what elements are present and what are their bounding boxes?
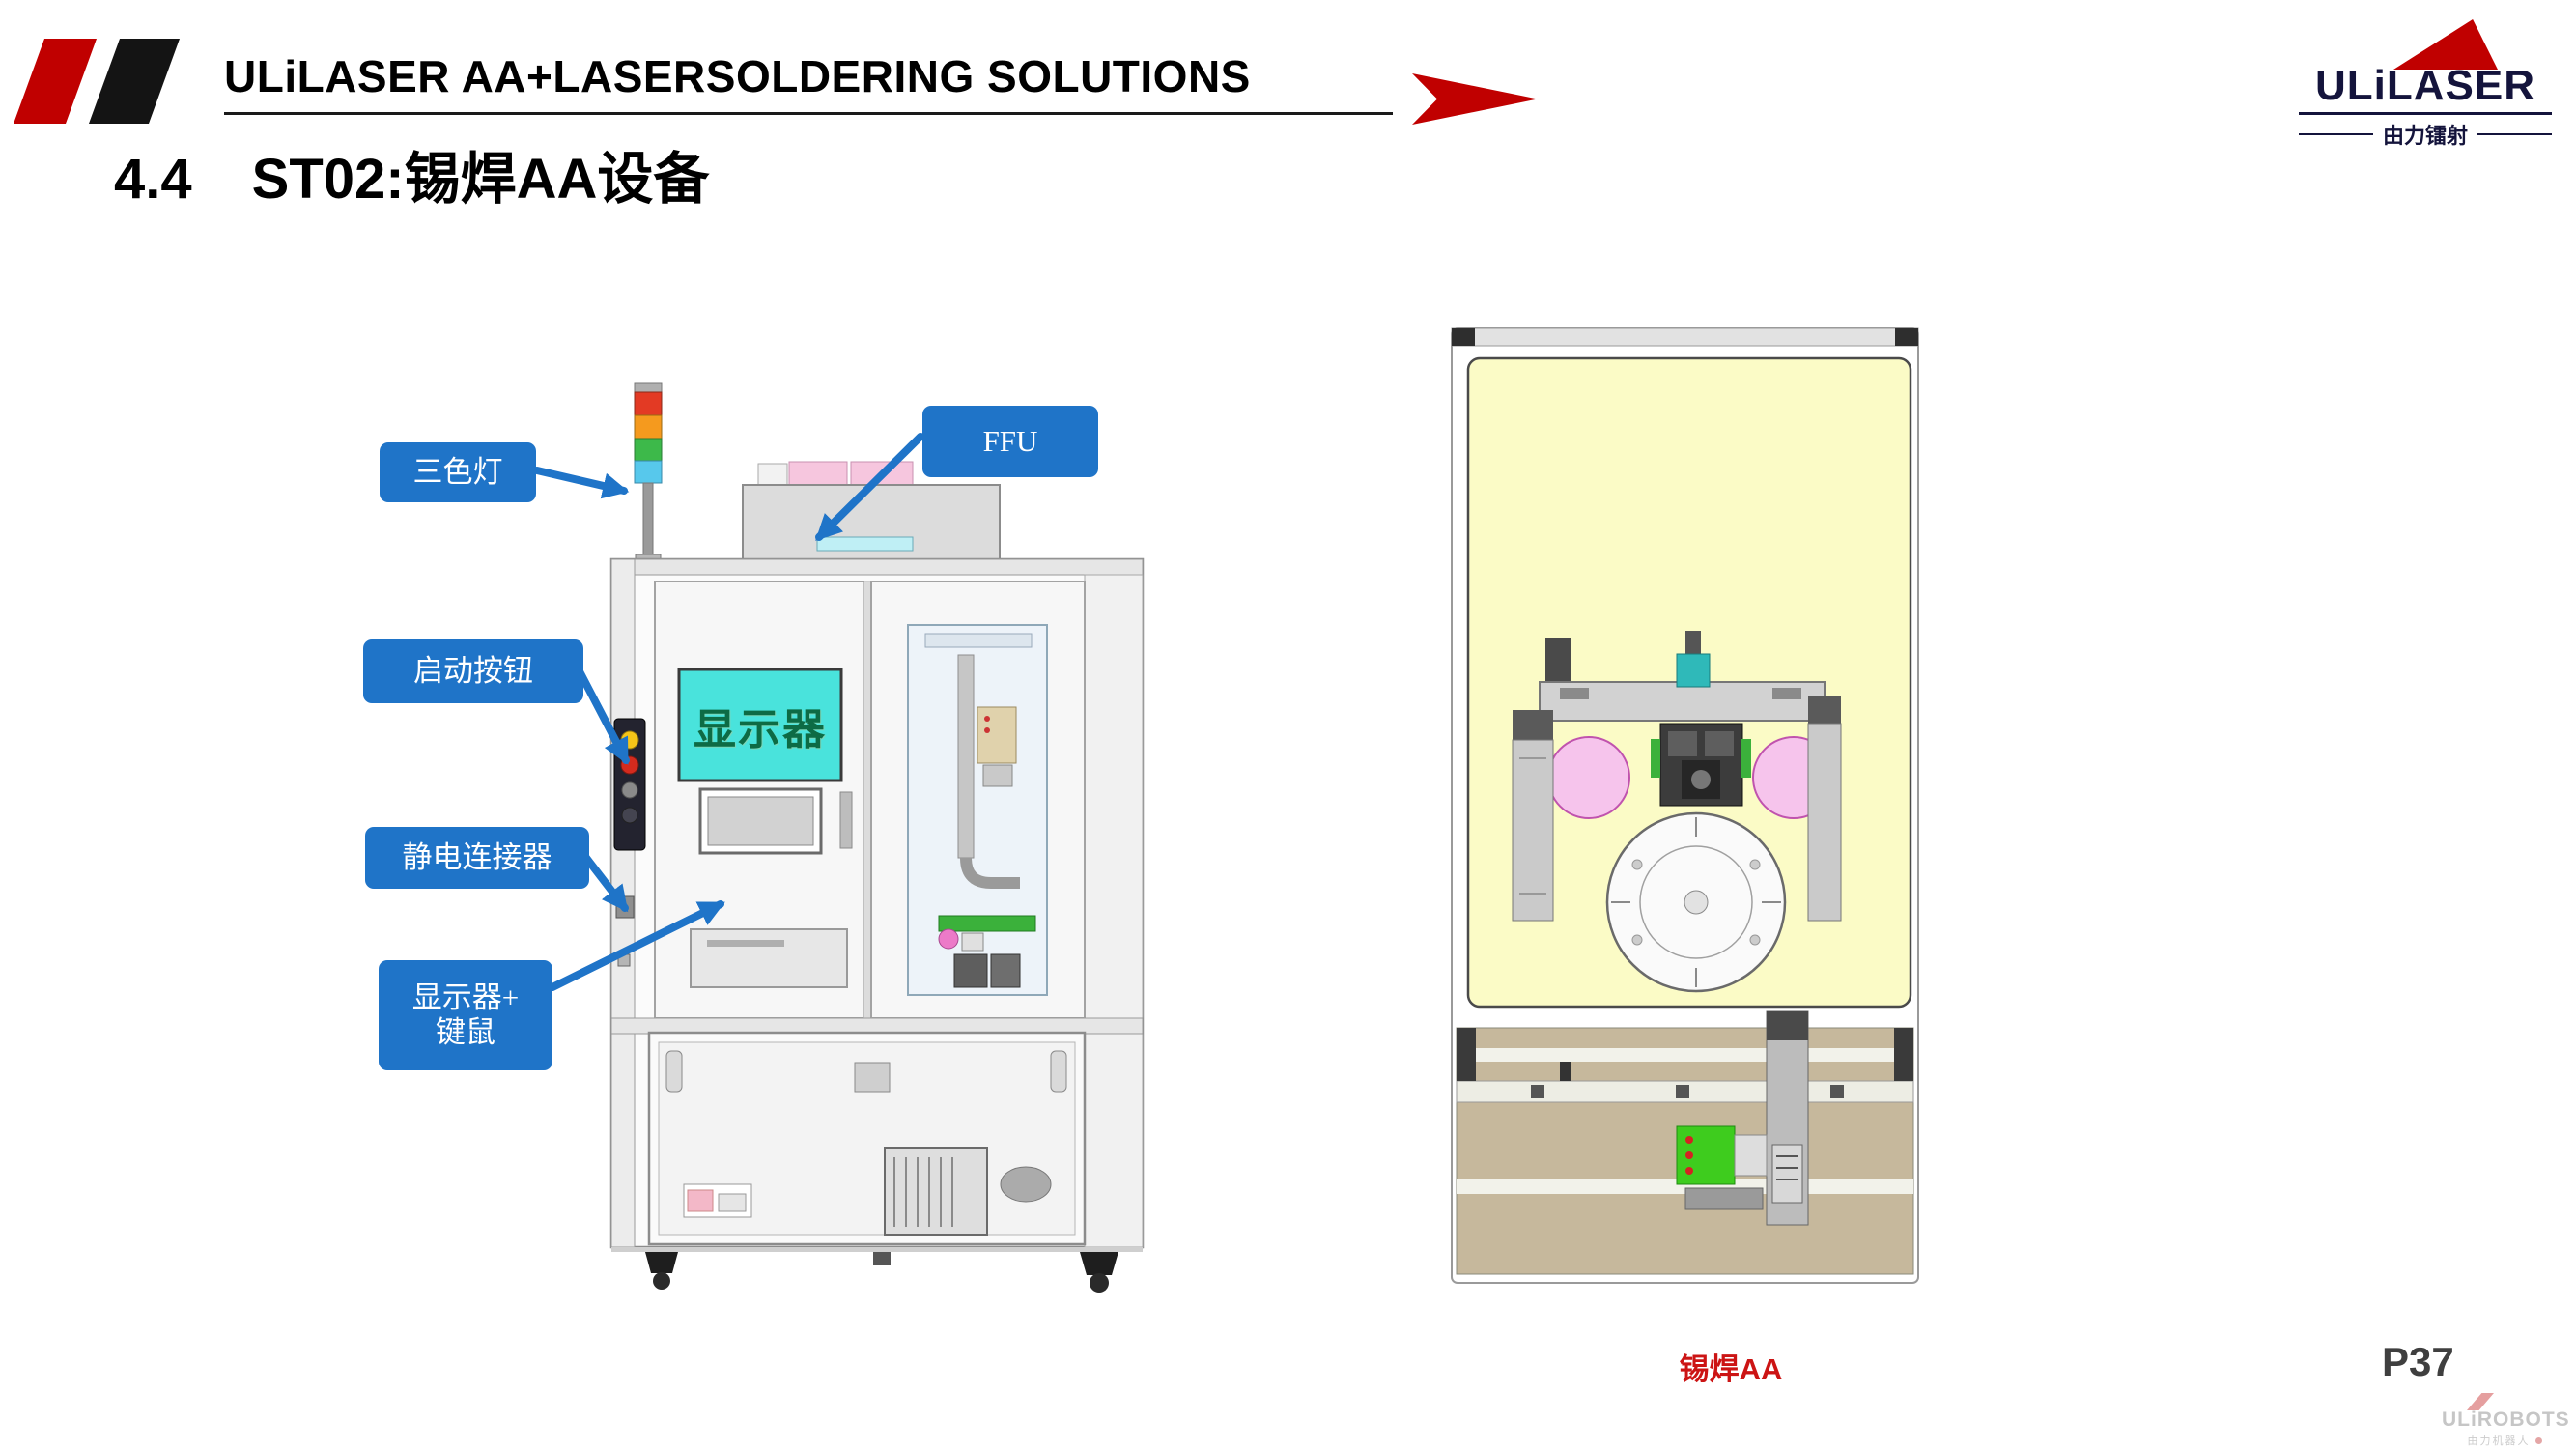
logo-subtitle: 由力镭射 bbox=[2383, 124, 2469, 148]
watermark-name: ULiROBOTS bbox=[2442, 1408, 2570, 1431]
logo-name: ULiLASER bbox=[2315, 62, 2535, 109]
right-door-window bbox=[907, 624, 1048, 996]
arrow-ffu bbox=[815, 433, 924, 541]
top-view-caption: 锡焊AA bbox=[1679, 1352, 1783, 1386]
callout-tricolor-light: 三色灯 bbox=[380, 442, 536, 502]
left-rail bbox=[1512, 710, 1554, 922]
center-head bbox=[1651, 723, 1751, 807]
callout-ffu: FFU bbox=[922, 406, 1098, 477]
logo-sub-line-left bbox=[2299, 133, 2373, 135]
screen-label: 显示器 bbox=[694, 705, 827, 753]
solder-module bbox=[1676, 1010, 1809, 1226]
watermark-subtitle: 由力机器人 bbox=[2467, 1435, 2531, 1447]
callout-esd-connector: 静电连接器 bbox=[365, 827, 589, 889]
tricolor-light-stack bbox=[634, 382, 663, 563]
logo-rule bbox=[2299, 112, 2552, 115]
arrow-esd bbox=[582, 854, 629, 913]
drawer-panel bbox=[690, 928, 848, 988]
arrow-tricolor bbox=[533, 467, 630, 499]
arrow-start-button bbox=[576, 668, 630, 765]
feet-casters bbox=[611, 1247, 1143, 1293]
gantry-assembly bbox=[1539, 631, 1826, 722]
front-view-diagram bbox=[609, 382, 1145, 1293]
slide-title: 4.4 ST02:锡焊AA设备 bbox=[114, 133, 709, 214]
header-title: ULiLASER AA+LASERSOLDERING SOLUTIONS bbox=[224, 51, 1251, 101]
callout-display-keyboard: 显示器+ 键鼠 bbox=[379, 960, 552, 1070]
slide-section-number: 4.4 bbox=[114, 148, 192, 211]
base-cabinet bbox=[647, 1031, 1087, 1246]
turntable bbox=[1605, 811, 1787, 993]
slide-title-text: ST02:锡焊AA设备 bbox=[251, 148, 710, 211]
top-view-diagram bbox=[1451, 327, 1919, 1284]
page-number: P37 bbox=[2382, 1339, 2454, 1384]
company-logo: ULiLASER 由力镭射 bbox=[2299, 19, 2553, 150]
hmi-screen bbox=[677, 668, 843, 782]
callout-display-line2: 键鼠 bbox=[436, 1015, 495, 1049]
watermark: ULiROBOTS 由力机器人 bbox=[2442, 1393, 2570, 1448]
arrow-display-kb bbox=[549, 900, 725, 991]
callout-display-line1: 显示器+ bbox=[411, 980, 520, 1015]
right-rail bbox=[1807, 696, 1842, 922]
callout-start-button: 启动按钮 bbox=[363, 639, 583, 703]
logo-sub-line-right bbox=[2477, 133, 2553, 135]
header-underline bbox=[224, 112, 1393, 115]
ffu-unit bbox=[742, 461, 1001, 561]
keyboard-tray bbox=[698, 787, 853, 855]
watermark-dot-icon bbox=[2534, 1436, 2542, 1444]
